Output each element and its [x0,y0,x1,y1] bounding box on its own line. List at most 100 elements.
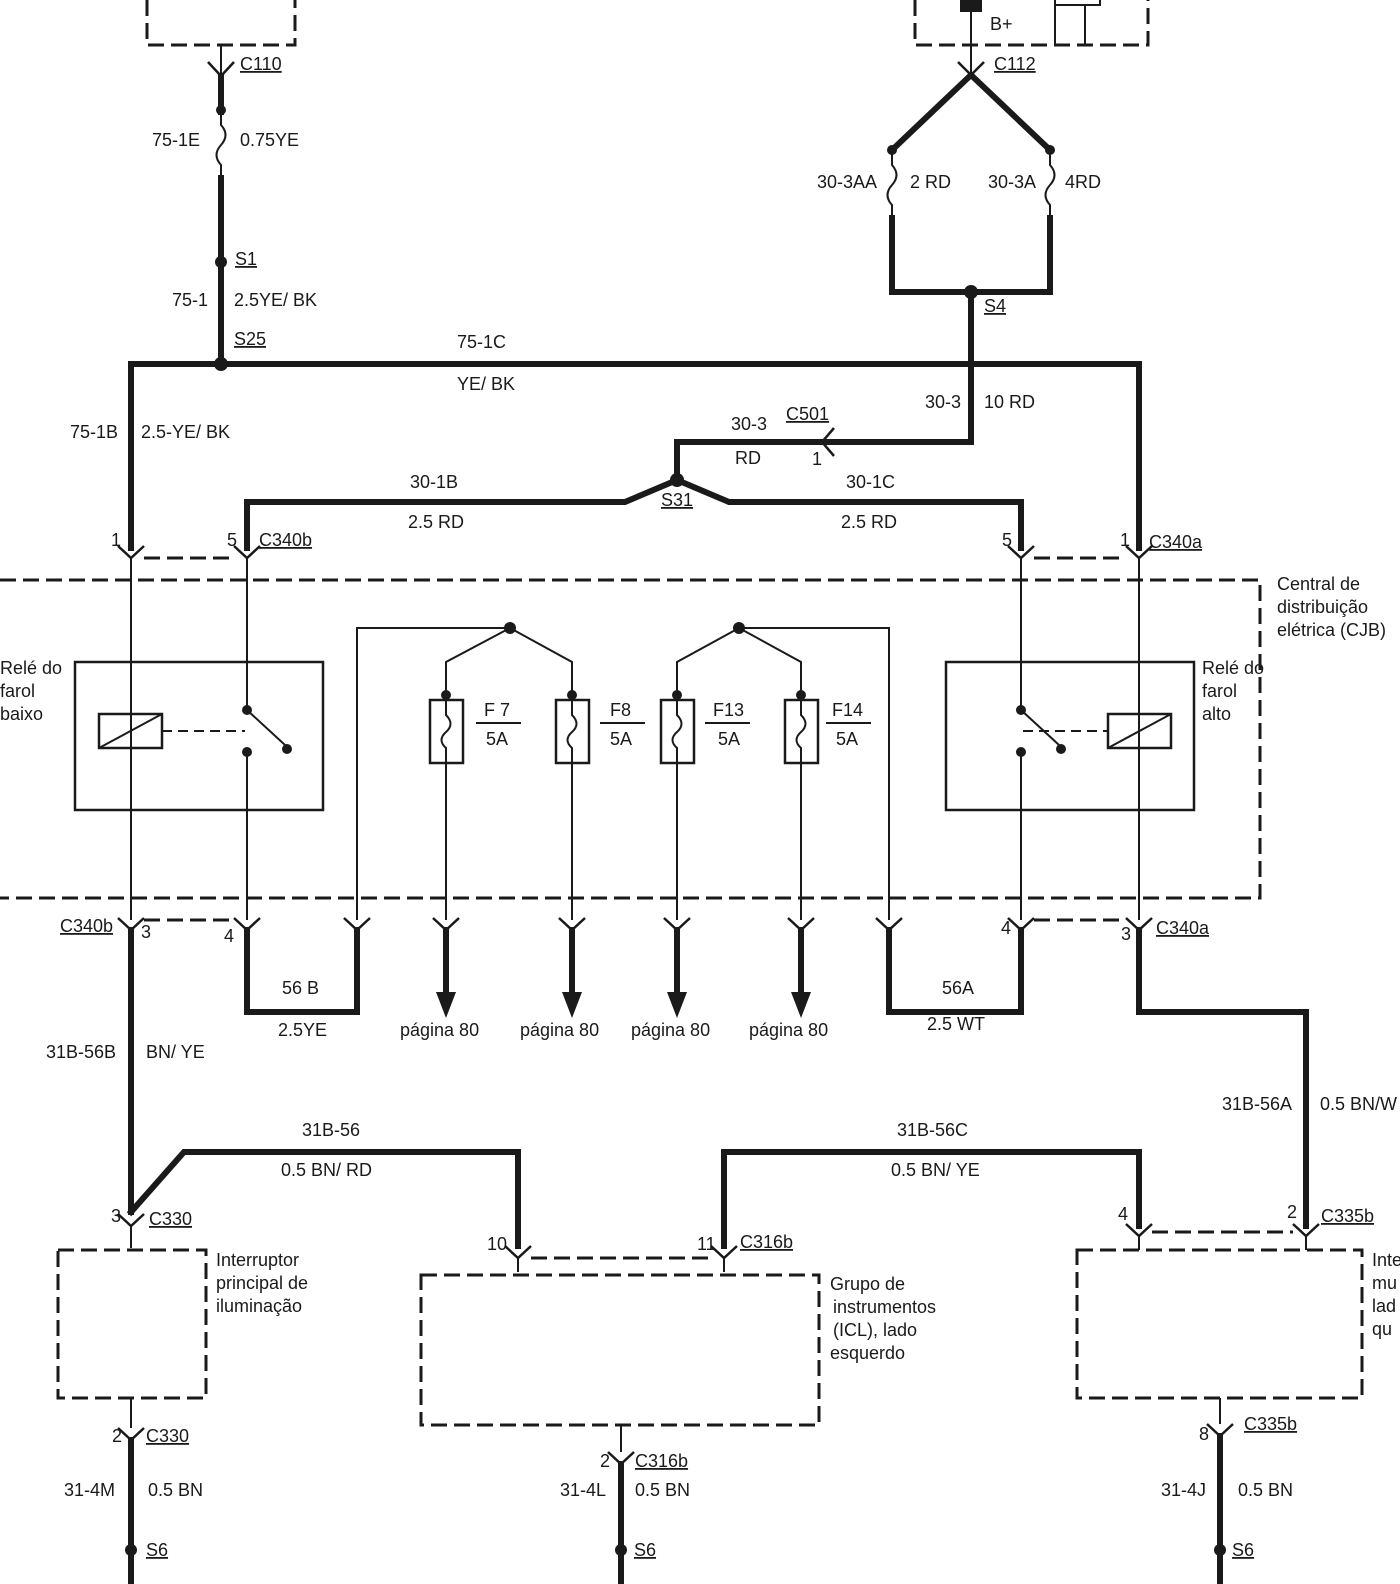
connector-c316b-bottom-label: C316b [635,1451,688,1471]
page-ref-4: página 80 [749,1020,828,1040]
c316b-bottom-pin-2: 2 [600,1451,610,1471]
splice-s1-label: S1 [235,249,257,269]
right-module-label-2: mu [1372,1273,1397,1293]
fuse-f7-rating: 5A [486,729,508,749]
wire-31-4m-label: 31-4M [64,1480,115,1500]
c340a-top-pin-1: 1 [1120,530,1130,550]
cjb-label-line-1: Central de [1277,574,1360,594]
wire-05bn-3-label: 0.5 BN [1238,1480,1293,1500]
relay-low-label-3: baixo [0,704,43,724]
icl-label-3: (ICL), lado [833,1320,917,1340]
fuse-f14-name: F14 [832,700,863,720]
cjb-label-line-3: elétrica (CJB) [1277,620,1386,640]
connector-c335b-bottom-label: C335b [1244,1414,1297,1434]
fuse-f13-rating: 5A [718,729,740,749]
splice-s6-left-label: S6 [146,1540,168,1560]
wire-56b-label: 56 B [282,978,319,998]
connector-c330-bottom: 2 C330 [112,1398,189,1446]
b-plus-label: B+ [990,14,1013,34]
wire-30-3-label: 30-3 [925,392,961,412]
c340a-top-pin-5: 5 [1002,530,1012,550]
wire-31b-56c-label: 31B-56C [897,1120,968,1140]
wire-25ye-label: 2.5YE [278,1020,327,1040]
main-switch-label-1: Interruptor [216,1250,299,1270]
connector-c501-pin: 1 [812,449,822,469]
page-ref-arrows: página 80 página 80 página 80 página 80 [400,927,828,1040]
connector-c501: C501 1 [786,404,835,469]
wire-30-1c-label: 30-1C [846,472,895,492]
splice-s31-label: S31 [661,490,693,510]
c340b-top-pin-5: 5 [227,530,237,550]
splice-s25-label: S25 [234,329,266,349]
fuse-f8-name: F8 [610,700,631,720]
c340b-top-pin-1: 1 [111,530,121,550]
fuse-f7: F 7 5A [428,690,521,765]
cjb-box: Central de distribuição elétrica (CJB) [0,574,1386,900]
relay-high-beam: Relé do farol alto [944,658,1264,812]
wire-25yebk-label: 2.5YE/ BK [234,290,317,310]
relay-low-label-1: Relé do [0,658,62,678]
connector-c330-top: 3 C330 [111,1206,192,1248]
cjb-label-line-2: distribuição [1277,597,1368,617]
c340a-bottom-pin-3: 3 [1121,924,1131,944]
right-module-box: Inte mu lad qu [1075,1248,1400,1400]
connector-c110-label: C110 [240,54,282,74]
c335b-bottom-pin-8: 8 [1199,1424,1209,1444]
connector-c340b-bottom-label: C340b [60,916,113,936]
connector-c340b-top: 1 5 C340b [111,530,312,560]
connector-c340a-bottom: 4 3 C340a [1001,917,1210,944]
relay-low-label-2: farol [0,681,35,701]
splice-s6-middle [615,1544,627,1556]
c330-bottom-pin-2: 2 [112,1426,122,1446]
c330-top-pin-3: 3 [111,1206,121,1226]
connector-c112: C112 [957,54,1036,77]
wire-4rd-label: 4RD [1065,172,1101,192]
wire-05bn-1-label: 0.5 BN [148,1480,203,1500]
fuse-f7-name: F 7 [484,700,510,720]
wire-rd-label: RD [735,448,761,468]
right-module-label-3: lad [1372,1296,1396,1316]
c316b-top-pin-10: 10 [487,1234,507,1254]
page-ref-2: página 80 [520,1020,599,1040]
fuse-f13-name: F13 [713,700,744,720]
wire-bnye-label: BN/ YE [146,1042,205,1062]
wire-2rd-label: 2 RD [910,172,951,192]
wire-30-3aa-label: 30-3AA [817,172,877,192]
wire-31b-56-label: 31B-56 [302,1120,360,1140]
fuse-f14-rating: 5A [836,729,858,749]
connector-c316b-bottom: 2 C316b [600,1425,688,1471]
wire-05bnrd-label: 0.5 BN/ RD [281,1160,372,1180]
connector-c335b-bottom: 8 C335b [1199,1398,1297,1444]
wire-31-4l-label: 31-4L [560,1480,606,1500]
connector-c501-label: C501 [786,404,829,424]
relay-high-label-2: farol [1202,681,1237,701]
wire-25rd-l-label: 2.5 RD [408,512,464,532]
page-ref-3: página 80 [631,1020,710,1040]
connector-c340b-top-label: C340b [259,530,312,550]
wire-30-3b-label: 30-3 [731,414,767,434]
wire-05bnye-label: 0.5 BN/ YE [891,1160,980,1180]
relay-high-label-1: Relé do [1202,658,1264,678]
connector-c335b-top: 4 2 C335b [1118,1202,1374,1250]
page-ref-1: página 80 [400,1020,479,1040]
splice-s6-right [1214,1544,1226,1556]
connector-c316b-top: 10 11 C316b [487,1232,793,1272]
connector-c335b-top-label: C335b [1321,1206,1374,1226]
wire-75-1-label: 75-1 [172,290,208,310]
wire-31b-56a-label: 31B-56A [1222,1094,1292,1114]
right-module-label-1: Inte [1372,1250,1400,1270]
relay-low-beam: Relé do farol baixo [0,658,325,812]
relay-high-label-3: alto [1202,704,1231,724]
wire-10rd-label: 10 RD [984,392,1035,412]
splice-s6-middle-label: S6 [634,1540,656,1560]
wire-75-1e-label: 75-1E [152,130,200,150]
main-switch-label-2: principal de [216,1273,308,1293]
fuse-f13: F13 5A [659,690,750,765]
c340b-bottom-pin-3: 3 [141,922,151,942]
wire-75-1b-label: 75-1B [70,422,118,442]
c316b-top-pin-11: 11 [697,1234,716,1254]
connector-c340a-bottom-label: C340a [1156,918,1210,938]
wire-31-4j-label: 31-4J [1161,1480,1206,1500]
top-left-component-box [145,0,297,47]
